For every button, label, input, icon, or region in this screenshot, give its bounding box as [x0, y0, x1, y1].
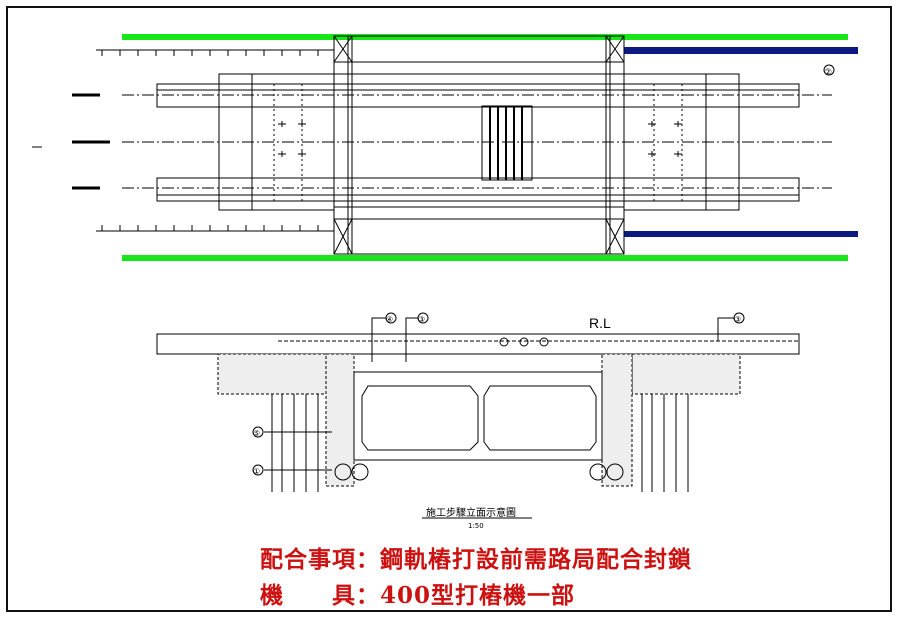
equipment-label: 機 具： — [260, 582, 380, 609]
drawing-frame: ② R.L — [6, 6, 892, 612]
callout-1: ① — [253, 467, 260, 476]
tick-marks — [101, 50, 319, 231]
plan-view: ② — [32, 34, 858, 261]
navy-rail-top — [624, 47, 858, 54]
callout-3a: ③ — [418, 315, 425, 324]
equipment-text: 400型打樁機一部 — [380, 582, 576, 609]
rl-label: R.L — [589, 315, 611, 331]
green-rail-top — [122, 34, 848, 40]
equipment-note: 機 具：400型打樁機一部 — [260, 576, 575, 610]
elevation-view: R.L ④ — [156, 312, 800, 530]
navy-rail-bottom — [624, 231, 858, 237]
engineering-drawing: ② R.L — [32, 34, 858, 530]
plan-callout: ② — [824, 68, 832, 78]
green-rail-bottom — [122, 255, 848, 261]
callout-5: ⑤ — [253, 429, 260, 438]
callout-3b: ③ — [734, 315, 741, 324]
elevation-scale: 1:50 — [468, 522, 484, 530]
callout-4: ④ — [386, 315, 393, 324]
coordination-note: 配合事項：鋼軌樁打設前需路局配合封鎖 — [260, 540, 692, 574]
elevation-caption: 施工步驟立面示意圖 — [426, 506, 516, 519]
coordination-text: 鋼軌樁打設前需路局配合封鎖 — [380, 546, 692, 573]
coordination-label: 配合事項： — [260, 546, 380, 573]
